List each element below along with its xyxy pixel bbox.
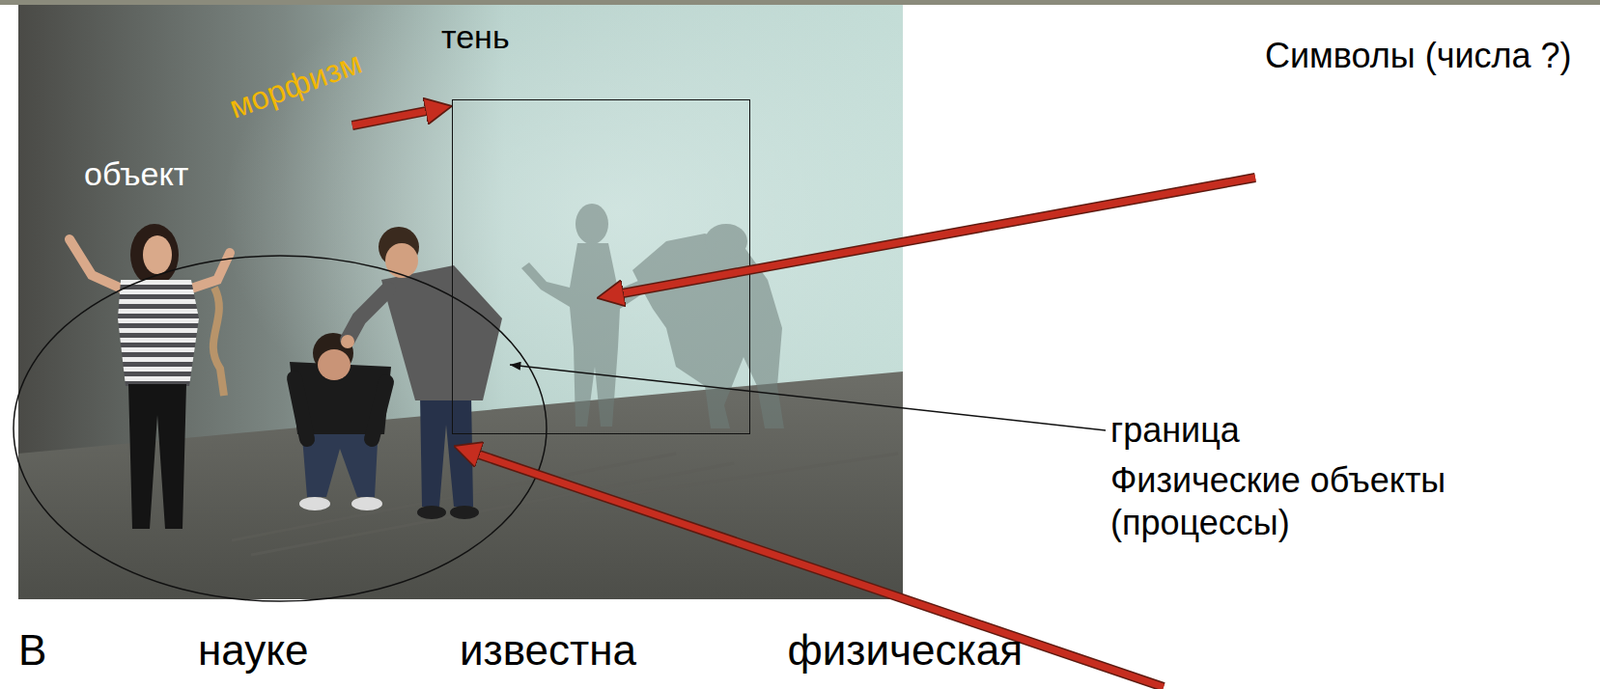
leader-arrow — [617, 177, 1256, 295]
node-heading: объект — [84, 154, 189, 195]
bent-man-figure — [289, 333, 392, 511]
wall-shadows — [521, 203, 785, 429]
top-band — [0, 0, 1600, 5]
ellipse-shape — [13, 255, 547, 602]
ellipse-outline — [12, 125, 548, 603]
leader-line — [509, 364, 1106, 431]
edge-label: морфизм — [224, 43, 368, 127]
arrow-shaft — [352, 110, 433, 126]
boundary-label: граница — [1110, 409, 1401, 452]
physical-objects-label: Физические объекты (процессы) — [1110, 459, 1594, 545]
studio-floor — [18, 371, 903, 600]
leader-arrow-outline — [617, 177, 1256, 295]
arrow-outline — [352, 110, 433, 126]
standing-man-figure — [340, 226, 503, 520]
floor-shadow — [231, 453, 899, 556]
morphism-arrow — [352, 110, 433, 126]
node-heading: тень — [441, 17, 510, 57]
body-text: В науке известна физическая — [18, 625, 1023, 676]
symbols-label: Символы (числа ?) — [1264, 34, 1594, 78]
object-ellipse: объект — [12, 125, 548, 603]
woman-figure — [69, 224, 230, 530]
shadow-box: тень — [451, 99, 751, 435]
